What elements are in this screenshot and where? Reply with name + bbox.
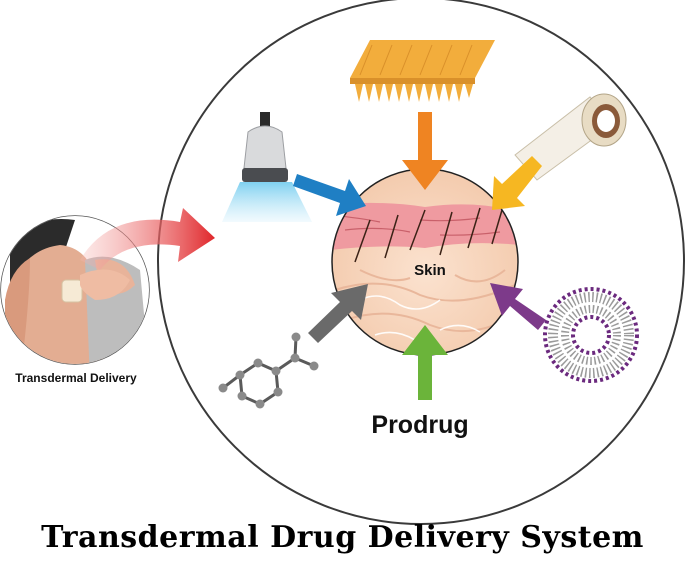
microneedle-patch-icon xyxy=(350,40,495,102)
skin-label: Skin xyxy=(414,262,446,279)
blue-arrow xyxy=(293,174,366,216)
orange-arrow xyxy=(402,112,448,190)
gray-arrow xyxy=(308,284,368,343)
green-arrow xyxy=(402,325,448,400)
molecule-icon xyxy=(218,332,319,409)
prodrug-label: Prodrug xyxy=(371,411,469,439)
red-arrow xyxy=(80,208,215,270)
outer-circle xyxy=(157,0,685,525)
purple-arrow xyxy=(490,283,546,330)
transdermal-delivery-label: Transdermal Delivery xyxy=(15,371,137,385)
adhesive-tape-roll-icon xyxy=(514,93,627,181)
figure-title: Transdermal Drug Delivery System xyxy=(41,520,644,555)
yellow-arrow xyxy=(492,156,542,210)
liposome-icon xyxy=(543,287,639,383)
ultrasound-probe-icon xyxy=(222,112,312,222)
